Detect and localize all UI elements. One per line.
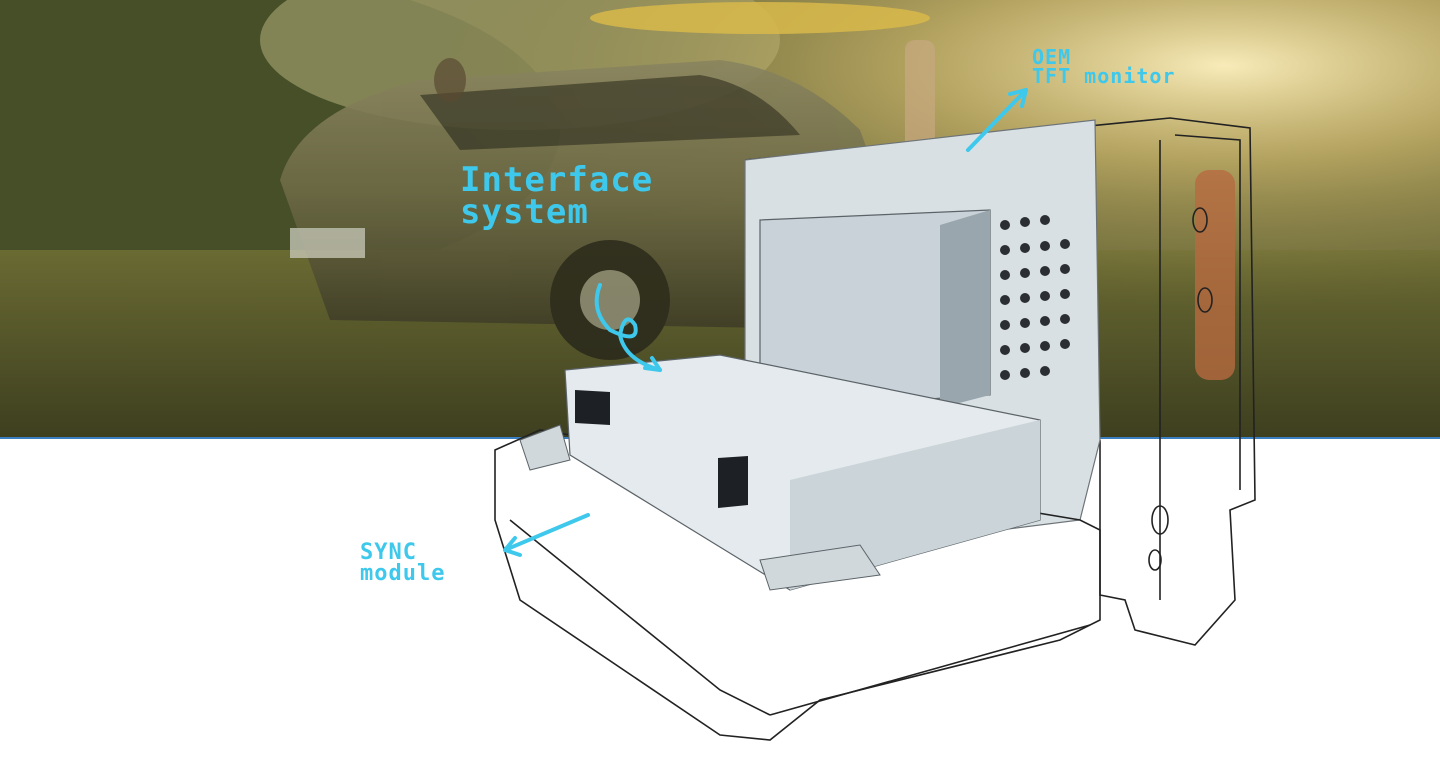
sync-arrow — [503, 513, 590, 552]
person-right — [1195, 170, 1235, 380]
oem-label-line1: OEM — [1032, 45, 1072, 69]
oem-label-line2: TFT monitor — [1032, 64, 1176, 88]
person-center — [905, 40, 935, 160]
surfboard — [590, 2, 930, 34]
sync-label-line2: module — [360, 560, 446, 586]
interface-arrow — [594, 283, 662, 372]
interface-box-lower — [519, 354, 1041, 591]
sync-module-outline — [494, 429, 1101, 741]
annotation-arrows — [503, 88, 1028, 557]
interface-box-upper — [759, 209, 991, 411]
sync-module-label: SYNC module — [360, 540, 446, 586]
interface-system-label: Interface system — [460, 160, 654, 233]
tft-monitor-outline — [744, 117, 1256, 646]
oem-monitor-label: OEM TFT monitor — [1032, 45, 1176, 88]
person-left — [434, 58, 466, 102]
oem-arrow — [966, 88, 1028, 152]
sync-label-line1: SYNC — [360, 540, 417, 565]
interface-label-line1: Interface — [460, 160, 654, 200]
connector-port-right — [718, 456, 748, 508]
interface-label-line2: system — [460, 192, 589, 233]
license-plate — [290, 228, 365, 258]
connector-port-left — [575, 390, 610, 425]
